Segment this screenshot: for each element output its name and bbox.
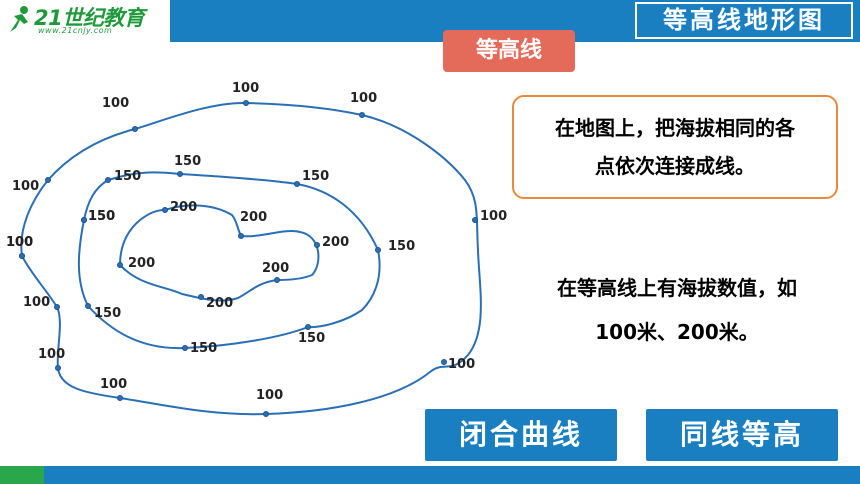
elevation-label-middle: 150 <box>174 154 201 169</box>
contour-point-outer <box>358 112 365 119</box>
contour-line-200 <box>118 204 320 302</box>
contour-point-middle <box>176 171 183 178</box>
elevation-label-outer: 100 <box>23 295 50 310</box>
bottom-bar <box>0 466 860 484</box>
contour-point-outer <box>471 216 478 223</box>
contour-point-outer <box>131 126 138 133</box>
elevation-label-inner: 200 <box>128 256 155 271</box>
bottom-bar-accent <box>0 466 44 484</box>
elevation-label-outer: 100 <box>232 81 259 96</box>
definition-box: 在地图上，把海拔相同的各 点依次连接成线。 <box>512 95 838 199</box>
elevation-label-outer: 100 <box>480 209 507 224</box>
elevation-label-outer: 100 <box>102 96 129 111</box>
contour-point-outer <box>440 358 447 365</box>
elevation-label-inner: 200 <box>262 261 289 276</box>
contour-point-outer <box>262 410 269 417</box>
elevation-label-outer: 100 <box>100 377 127 392</box>
elevation-label-inner: 200 <box>170 200 197 215</box>
contour-point-inner <box>161 206 168 213</box>
elevation-label-outer: 100 <box>448 357 475 372</box>
elevation-label-middle: 150 <box>94 306 121 321</box>
elevation-label-outer: 100 <box>6 235 33 250</box>
elevation-label-inner: 200 <box>206 296 233 311</box>
contour-point-outer <box>54 303 61 310</box>
contour-line-100 <box>20 101 482 416</box>
elevation-label-inner: 200 <box>322 235 349 250</box>
elevation-label-outer: 100 <box>350 91 377 106</box>
contour-point-middle <box>105 177 112 184</box>
contour-map: 1001001001001001001001001001001001001501… <box>6 81 507 417</box>
elevation-label-inner: 200 <box>240 210 267 225</box>
contour-point-inner <box>117 261 124 268</box>
contour-point-middle <box>181 344 188 351</box>
contour-point-outer <box>117 394 124 401</box>
same-line-same-height-button[interactable]: 同线等高 <box>646 409 838 461</box>
elevation-note: 在等高线上有海拔数值，如 100米、200米。 <box>512 266 842 354</box>
elevation-label-middle: 150 <box>190 341 217 356</box>
contour-point-inner <box>273 276 280 283</box>
elevation-label-outer: 100 <box>38 347 65 362</box>
logo-subtext: www.21cnjy.com <box>38 26 113 35</box>
contour-point-middle <box>81 216 88 223</box>
contour-point-inner <box>313 241 320 248</box>
contour-point-outer <box>45 177 52 184</box>
topic-badge: 等高线 <box>443 30 575 72</box>
definition-line-2: 点依次连接成线。 <box>595 154 755 178</box>
elevation-label-middle: 150 <box>88 209 115 224</box>
logo-text: 21世纪教育 <box>34 6 145 30</box>
contour-point-middle <box>85 302 92 309</box>
closed-curve-button[interactable]: 闭合曲线 <box>425 409 617 461</box>
contour-point-inner <box>237 232 244 239</box>
contour-point-middle <box>304 323 311 330</box>
elevation-label-middle: 150 <box>302 169 329 184</box>
definition-line-1: 在地图上，把海拔相同的各 <box>555 116 795 140</box>
note-line-1: 在等高线上有海拔数值，如 <box>557 276 797 300</box>
contour-point-outer <box>18 252 25 259</box>
elevation-label-outer: 100 <box>6 235 33 250</box>
logo-runner-icon <box>10 6 28 32</box>
contour-point-outer <box>242 100 249 107</box>
logo: 21世纪教育 www.21cnjy.com <box>0 0 170 42</box>
contour-point-outer <box>55 364 62 371</box>
note-line-2: 100米、200米。 <box>595 320 759 344</box>
contour-line-150 <box>77 171 381 350</box>
contour-point-inner <box>197 293 204 300</box>
elevation-label-middle: 150 <box>298 331 325 346</box>
contour-point-middle <box>293 181 300 188</box>
elevation-label-middle: 150 <box>114 169 141 184</box>
elevation-label-outer: 100 <box>256 388 283 403</box>
elevation-label-middle: 150 <box>388 239 415 254</box>
page-title: 等高线地形图 <box>635 2 853 39</box>
elevation-label-middle: 150 <box>88 209 115 224</box>
contour-point-middle <box>374 246 381 253</box>
elevation-label-outer: 100 <box>12 179 39 194</box>
